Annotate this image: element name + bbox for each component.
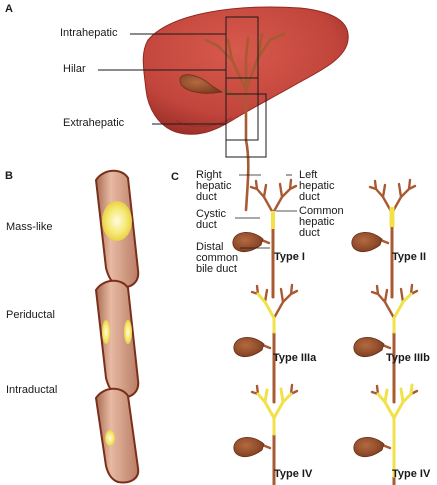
type-3b-label: Type IIIb: [386, 352, 430, 364]
type-1-diagram: [231, 178, 298, 299]
type-3a-label: Type IIIa: [273, 352, 317, 364]
type-3b-diagram: [352, 283, 419, 404]
panel-c-label: C: [171, 171, 179, 183]
common-hepatic-duct-label: Common hepatic duct: [299, 205, 344, 239]
mass-like-label: Mass-like: [6, 221, 53, 233]
cystic-duct-label: Cystic duct: [196, 208, 226, 231]
hilar-label: Hilar: [63, 63, 86, 75]
periductal-duct: [94, 279, 140, 399]
type-4b-diagram: [352, 383, 419, 485]
intraductal-label: Intraductal: [6, 384, 58, 396]
type-2-diagram: [350, 178, 417, 299]
left-hepatic-duct-label: Left hepatic duct: [299, 169, 335, 203]
mass-like-duct: [94, 169, 140, 289]
type-4b-label: Type IV: [392, 468, 431, 480]
type-3a-diagram: [232, 283, 299, 404]
type-4a-label: Type IV: [274, 468, 313, 480]
type-1-label: Type I: [274, 251, 305, 263]
panel-a-label: A: [5, 3, 13, 15]
periductal-label: Periductal: [6, 309, 55, 321]
type-4a-diagram: [232, 383, 299, 485]
type-2-label: Type II: [392, 251, 427, 263]
right-hepatic-duct-label: Right hepatic duct: [196, 169, 232, 203]
distal-common-bile-duct-label: Distal common bile duct: [196, 241, 239, 275]
panel-b-label: B: [5, 170, 13, 182]
extrahepatic-label: Extrahepatic: [63, 117, 125, 129]
intraductal-duct: [94, 387, 140, 484]
liver-illustration: [98, 6, 349, 212]
intrahepatic-label: Intrahepatic: [60, 27, 118, 39]
